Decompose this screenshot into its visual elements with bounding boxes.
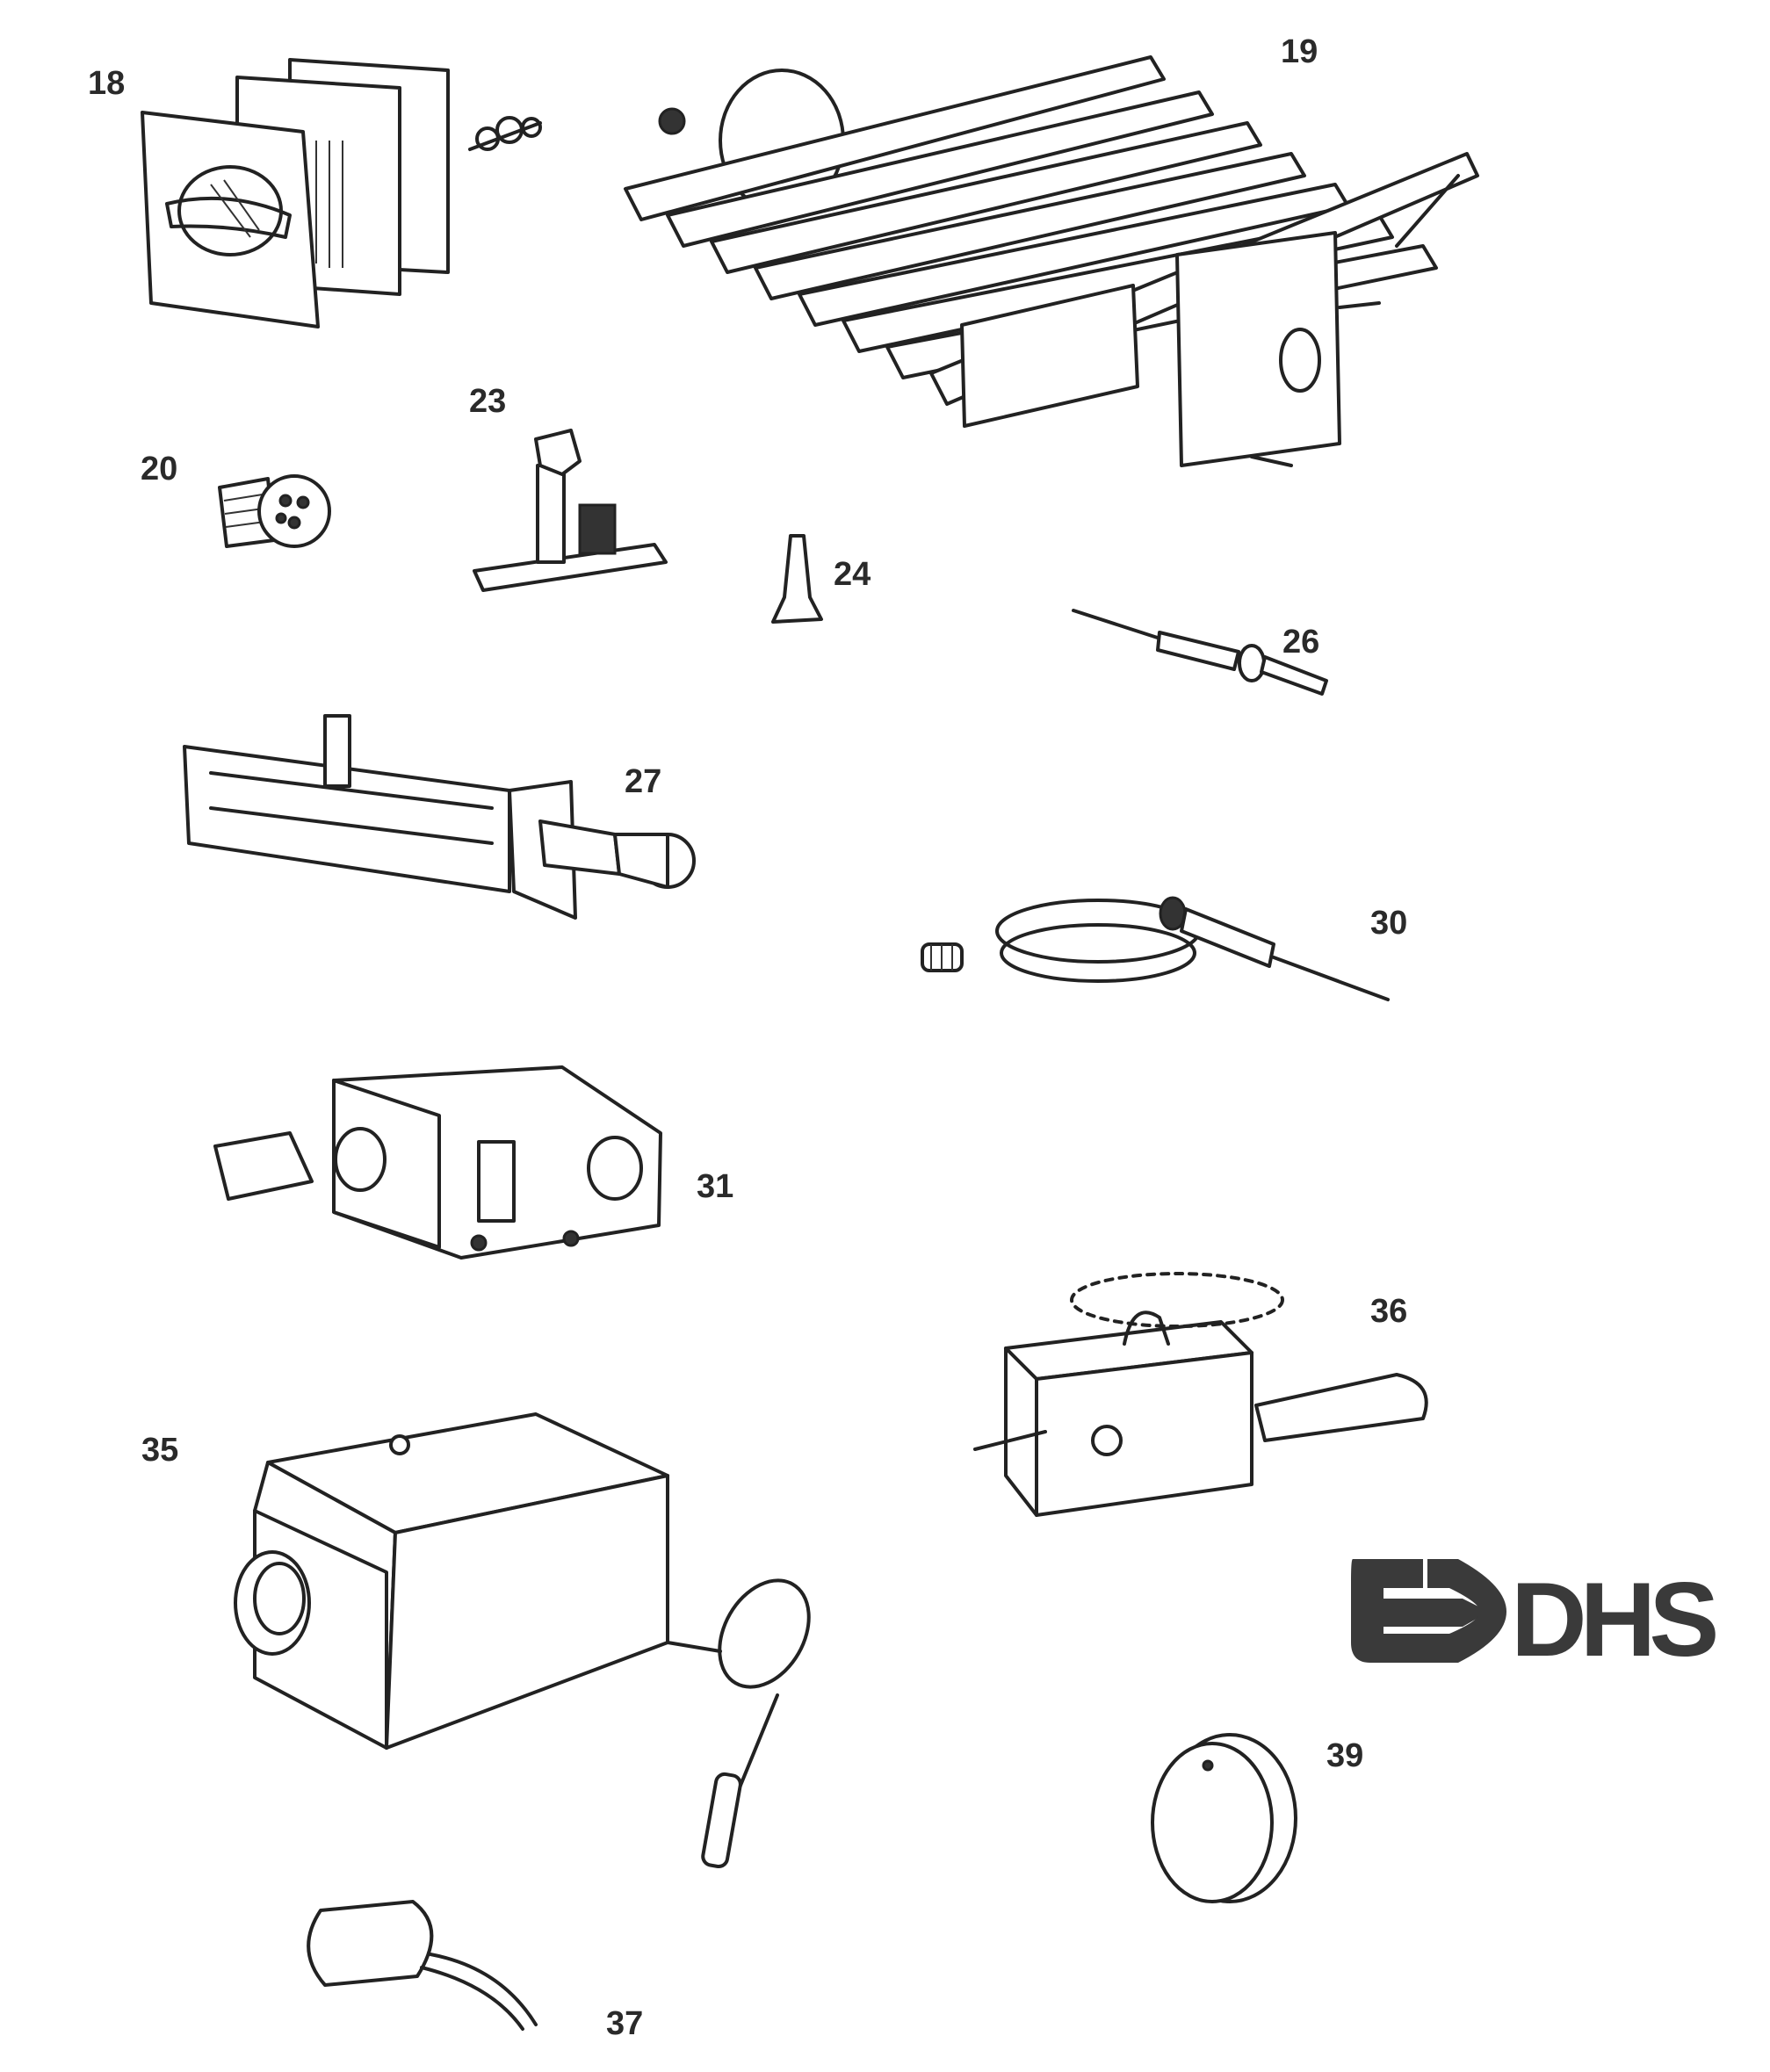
- label-26: 26: [1282, 624, 1319, 661]
- part-31-gas-valve: [213, 1065, 662, 1260]
- part-37-sensor: [307, 1900, 538, 2031]
- label-18: 18: [88, 65, 125, 102]
- label-30: 30: [1370, 905, 1407, 942]
- dhs-logo: DHS: [1351, 1559, 1723, 1679]
- label-36: 36: [1370, 1293, 1407, 1330]
- part-35-thermostat: [234, 1412, 811, 1869]
- part-39-knob: [1151, 1733, 1297, 1903]
- label-20: 20: [141, 451, 177, 487]
- label-39: 39: [1326, 1737, 1363, 1774]
- part-19-burner: [624, 55, 1479, 467]
- part-18-plates: [141, 58, 542, 328]
- part-23-pilot: [473, 429, 668, 592]
- label-19: 19: [1281, 33, 1318, 70]
- label-23: 23: [469, 383, 506, 420]
- part-26-electrode: [1072, 609, 1328, 696]
- part-36-limit-stat: [973, 1272, 1428, 1517]
- dhs-logo-text: DHS: [1511, 1561, 1716, 1679]
- label-37: 37: [606, 2005, 643, 2042]
- part-24-nozzle: [771, 534, 823, 624]
- part-30-thermocouple: [921, 896, 1390, 1001]
- label-31: 31: [697, 1168, 733, 1205]
- label-27: 27: [625, 763, 661, 800]
- label-35: 35: [141, 1432, 178, 1469]
- part-27-burner-bar: [183, 714, 696, 920]
- part-20-injector: [218, 474, 331, 548]
- label-24: 24: [834, 556, 871, 593]
